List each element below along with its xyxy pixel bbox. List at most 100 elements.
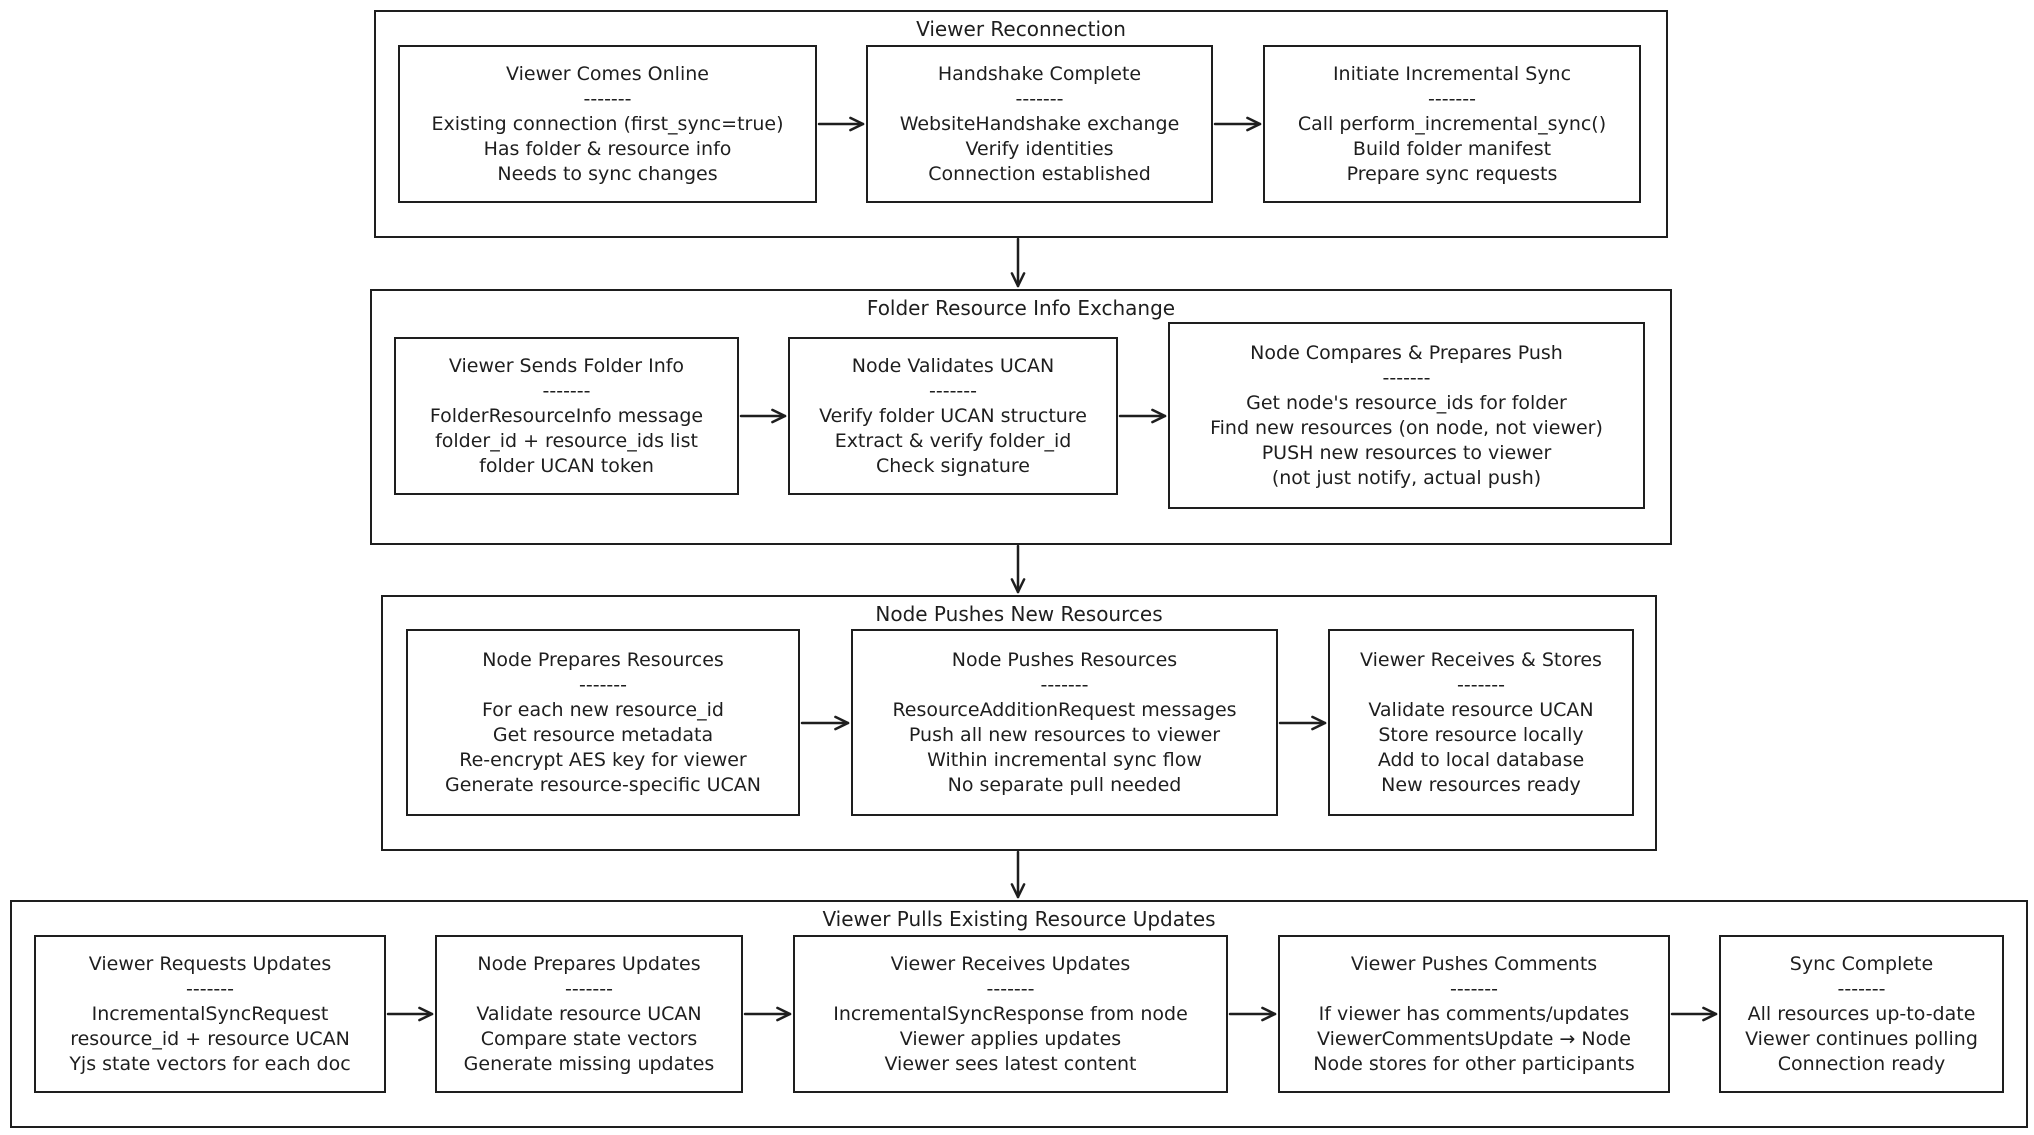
- node-separator: -------: [1450, 977, 1498, 1000]
- process-node: Node Prepares Updates-------Validate res…: [435, 935, 743, 1093]
- node-line: All resources up-to-date: [1747, 1002, 1976, 1025]
- node-line: Re-encrypt AES key for viewer: [459, 748, 747, 771]
- node-separator: -------: [1040, 673, 1089, 696]
- node-separator: -------: [1428, 87, 1476, 110]
- node-title: Sync Complete: [1789, 952, 1934, 975]
- node-line: No separate pull needed: [947, 773, 1182, 796]
- node-separator: -------: [583, 87, 632, 110]
- node-line: Viewer sees latest content: [884, 1052, 1137, 1075]
- node-line: (not just notify, actual push): [1271, 466, 1542, 489]
- node-separator: -------: [579, 673, 627, 696]
- node-title: Node Validates UCAN: [851, 354, 1055, 377]
- node-line: Build folder manifest: [1352, 137, 1552, 160]
- node-title: Viewer Receives Updates: [890, 952, 1131, 975]
- flow-arrow: [1278, 715, 1327, 730]
- node-separator: -------: [1015, 87, 1064, 110]
- node-line: resource_id + resource UCAN: [70, 1027, 350, 1050]
- node-line: IncrementalSyncResponse from node: [833, 1002, 1188, 1025]
- node-separator: -------: [565, 977, 613, 1000]
- node-line: Viewer continues polling: [1745, 1027, 1978, 1050]
- node-line: Viewer applies updates: [899, 1027, 1122, 1050]
- node-title: Node Compares & Prepares Push: [1250, 341, 1563, 364]
- flow-arrow: [386, 1006, 434, 1022]
- flow-arrow: [817, 116, 865, 132]
- process-node: Viewer Sends Folder Info-------FolderRes…: [394, 337, 739, 495]
- group-2: Folder Resource Info Exchange: [370, 289, 1672, 545]
- node-line: Node stores for other participants: [1313, 1052, 1635, 1075]
- flow-arrow: [1228, 1006, 1277, 1022]
- node-line: Find new resources (on node, not viewer): [1210, 416, 1603, 439]
- node-line: Needs to sync changes: [497, 162, 718, 185]
- process-node: Handshake Complete-------WebsiteHandshak…: [866, 45, 1213, 203]
- node-line: Verify folder UCAN structure: [819, 404, 1087, 427]
- node-line: Store resource locally: [1378, 723, 1584, 746]
- process-node: Node Compares & Prepares Push-------Get …: [1168, 322, 1645, 509]
- node-title: Node Prepares Resources: [482, 648, 724, 671]
- node-line: Prepare sync requests: [1346, 162, 1558, 185]
- group-arrow: [1010, 850, 1026, 899]
- node-line: folder_id + resource_ids list: [435, 429, 698, 452]
- group-title: Viewer Reconnection: [916, 17, 1126, 41]
- group-4: Viewer Pulls Existing Resource Updates: [10, 900, 2028, 1128]
- process-node: Viewer Requests Updates-------Incrementa…: [34, 935, 386, 1093]
- node-title: Handshake Complete: [937, 62, 1142, 85]
- node-line: Get resource metadata: [492, 723, 714, 746]
- process-node: Node Prepares Resources-------For each n…: [406, 629, 800, 816]
- process-node: Node Pushes Resources-------ResourceAddi…: [851, 629, 1278, 816]
- node-line: PUSH new resources to viewer: [1261, 441, 1552, 464]
- node-line: WebsiteHandshake exchange: [899, 112, 1180, 135]
- node-line: Within incremental sync flow: [927, 748, 1202, 771]
- node-line: Generate missing updates: [463, 1052, 715, 1075]
- node-line: For each new resource_id: [482, 698, 724, 721]
- node-title: Viewer Requests Updates: [88, 952, 332, 975]
- node-line: ResourceAdditionRequest messages: [892, 698, 1237, 721]
- node-line: Extract & verify folder_id: [834, 429, 1072, 452]
- node-line: Call perform_incremental_sync(): [1297, 112, 1607, 135]
- process-node: Viewer Pushes Comments-------If viewer h…: [1278, 935, 1670, 1093]
- group-3: Node Pushes New Resources: [381, 595, 1657, 851]
- node-separator: -------: [542, 379, 591, 402]
- node-title: Viewer Comes Online: [506, 62, 709, 85]
- flow-arrow: [1118, 408, 1167, 424]
- node-line: Existing connection (first_sync=true): [431, 112, 784, 135]
- flow-arrow: [739, 408, 787, 424]
- process-node: Viewer Receives & Stores-------Validate …: [1328, 629, 1634, 816]
- node-line: folder UCAN token: [479, 454, 654, 477]
- process-node: Initiate Incremental Sync-------Call per…: [1263, 45, 1641, 203]
- node-title: Node Pushes Resources: [951, 648, 1178, 671]
- group-title: Node Pushes New Resources: [875, 602, 1163, 626]
- process-node: Sync Complete-------All resources up-to-…: [1719, 935, 2004, 1093]
- node-line: Validate resource UCAN: [1368, 698, 1594, 721]
- flow-arrow: [1670, 1006, 1718, 1022]
- group-title: Viewer Pulls Existing Resource Updates: [822, 907, 1216, 931]
- group-title: Folder Resource Info Exchange: [866, 296, 1176, 320]
- node-line: Push all new resources to viewer: [908, 723, 1221, 746]
- node-separator: -------: [186, 977, 234, 1000]
- flow-arrow: [743, 1006, 792, 1022]
- group-arrow: [1010, 237, 1026, 288]
- node-separator: -------: [986, 977, 1035, 1000]
- node-line: If viewer has comments/updates: [1318, 1002, 1630, 1025]
- node-line: Validate resource UCAN: [476, 1002, 702, 1025]
- node-line: Verify identities: [965, 137, 1114, 160]
- node-line: New resources ready: [1381, 773, 1581, 796]
- node-title: Viewer Receives & Stores: [1360, 648, 1602, 671]
- node-title: Viewer Sends Folder Info: [448, 354, 685, 377]
- node-line: Yjs state vectors for each doc: [69, 1052, 351, 1075]
- node-title: Initiate Incremental Sync: [1332, 62, 1572, 85]
- node-separator: -------: [1837, 977, 1886, 1000]
- node-line: Get node's resource_ids for folder: [1246, 391, 1567, 414]
- node-separator: -------: [929, 379, 977, 402]
- process-node: Node Validates UCAN-------Verify folder …: [788, 337, 1118, 495]
- node-separator: -------: [1382, 366, 1431, 389]
- node-line: Connection established: [928, 162, 1151, 185]
- node-line: FolderResourceInfo message: [429, 404, 704, 427]
- group-arrow: [1010, 544, 1026, 594]
- node-line: Compare state vectors: [480, 1027, 698, 1050]
- process-node: Viewer Receives Updates-------Incrementa…: [793, 935, 1228, 1093]
- node-title: Viewer Pushes Comments: [1350, 952, 1598, 975]
- node-line: Has folder & resource info: [483, 137, 732, 160]
- flow-arrow: [1213, 116, 1262, 132]
- process-node: Viewer Comes Online-------Existing conne…: [398, 45, 817, 203]
- group-1: Viewer Reconnection: [374, 10, 1668, 238]
